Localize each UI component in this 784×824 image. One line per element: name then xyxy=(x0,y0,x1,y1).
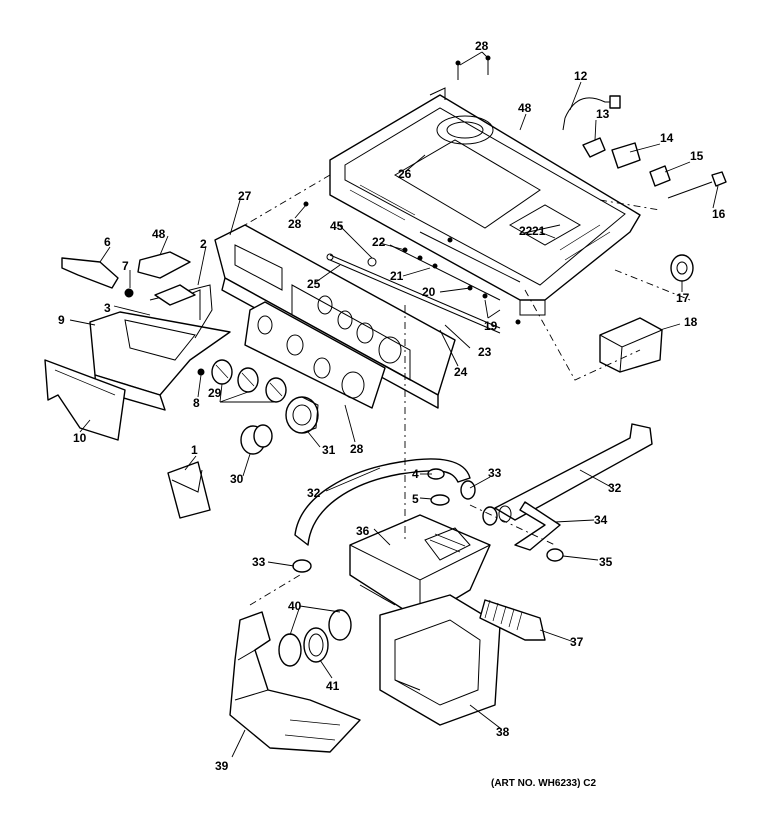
hose-clamps xyxy=(292,468,498,573)
callout-9: 9 xyxy=(58,313,65,327)
dispenser-door xyxy=(44,359,126,441)
callout-23: 23 xyxy=(478,345,492,359)
callout-40: 40 xyxy=(288,599,302,613)
callout-22-left: 22 xyxy=(372,235,386,249)
callout-2: 2 xyxy=(200,237,207,251)
callout-28-left: 28 xyxy=(288,217,302,231)
sump-housing xyxy=(379,594,501,726)
callout-5: 5 xyxy=(412,492,419,506)
dispenser-drawer xyxy=(89,284,231,411)
callout-10: 10 xyxy=(73,431,87,445)
switch-bar xyxy=(389,231,521,301)
control-housing xyxy=(349,514,491,621)
callout-28-panel: 28 xyxy=(350,442,364,456)
callout-39: 39 xyxy=(215,759,229,773)
callout-25: 25 xyxy=(307,277,321,291)
callout-33-upper: 33 xyxy=(488,466,502,480)
callout-12: 12 xyxy=(574,69,588,83)
alignment-lines xyxy=(244,174,691,606)
fill-hose-left xyxy=(294,458,471,546)
callout-48-left: 48 xyxy=(152,227,166,241)
seal-rings xyxy=(278,609,352,667)
callout-21-right: 21 xyxy=(532,224,546,238)
callout-28-top: 28 xyxy=(475,39,489,53)
callout-4: 4 xyxy=(412,467,419,481)
drain-hose-right xyxy=(494,423,653,523)
callout-32-left: 32 xyxy=(307,486,321,500)
callout-24: 24 xyxy=(454,365,468,379)
callout-6: 6 xyxy=(104,235,111,249)
callout-37: 37 xyxy=(570,635,584,649)
top-frame-assembly xyxy=(329,87,641,316)
callout-27: 27 xyxy=(238,189,252,203)
callout-7: 7 xyxy=(122,259,129,273)
callout-18: 18 xyxy=(684,315,698,329)
air-duct xyxy=(229,611,361,753)
callout-34: 34 xyxy=(594,513,608,527)
callout-17: 17 xyxy=(676,291,690,305)
callout-16: 16 xyxy=(712,207,726,221)
leader-lines xyxy=(69,51,719,758)
knobs xyxy=(211,359,287,403)
lever-arm xyxy=(514,501,564,562)
callout-1: 1 xyxy=(191,443,198,457)
dispenser-small-parts xyxy=(61,251,205,376)
control-panel-overlay xyxy=(244,301,386,409)
pump-hose xyxy=(479,599,546,641)
callout-13: 13 xyxy=(596,107,610,121)
callout-3: 3 xyxy=(104,301,111,315)
art-number-label: (ART NO. WH6233) C2 xyxy=(491,778,597,789)
callout-32-right: 32 xyxy=(608,481,622,495)
callout-31: 31 xyxy=(322,443,336,457)
callout-38: 38 xyxy=(496,725,510,739)
callout-41: 41 xyxy=(326,679,340,693)
callout-45: 45 xyxy=(330,219,344,233)
callout-26: 26 xyxy=(398,167,412,181)
screws xyxy=(303,55,521,325)
callout-22-right: 22 xyxy=(519,224,533,238)
callout-20: 20 xyxy=(422,285,436,299)
timer-knob xyxy=(240,396,319,455)
callout-29: 29 xyxy=(208,386,222,400)
callout-35: 35 xyxy=(599,555,613,569)
callout-30: 30 xyxy=(230,472,244,486)
instruction-card xyxy=(167,461,211,519)
callout-21-left: 21 xyxy=(390,269,404,283)
callout-8: 8 xyxy=(193,396,200,410)
callout-48-top: 48 xyxy=(518,101,532,115)
callout-33-lower: 33 xyxy=(252,555,266,569)
callout-labels: 28 12 48 13 14 15 16 17 18 26 28 27 45 2… xyxy=(58,39,726,773)
callout-15: 15 xyxy=(690,149,704,163)
callout-36: 36 xyxy=(356,524,370,538)
callout-14: 14 xyxy=(660,131,674,145)
callout-19: 19 xyxy=(484,319,498,333)
